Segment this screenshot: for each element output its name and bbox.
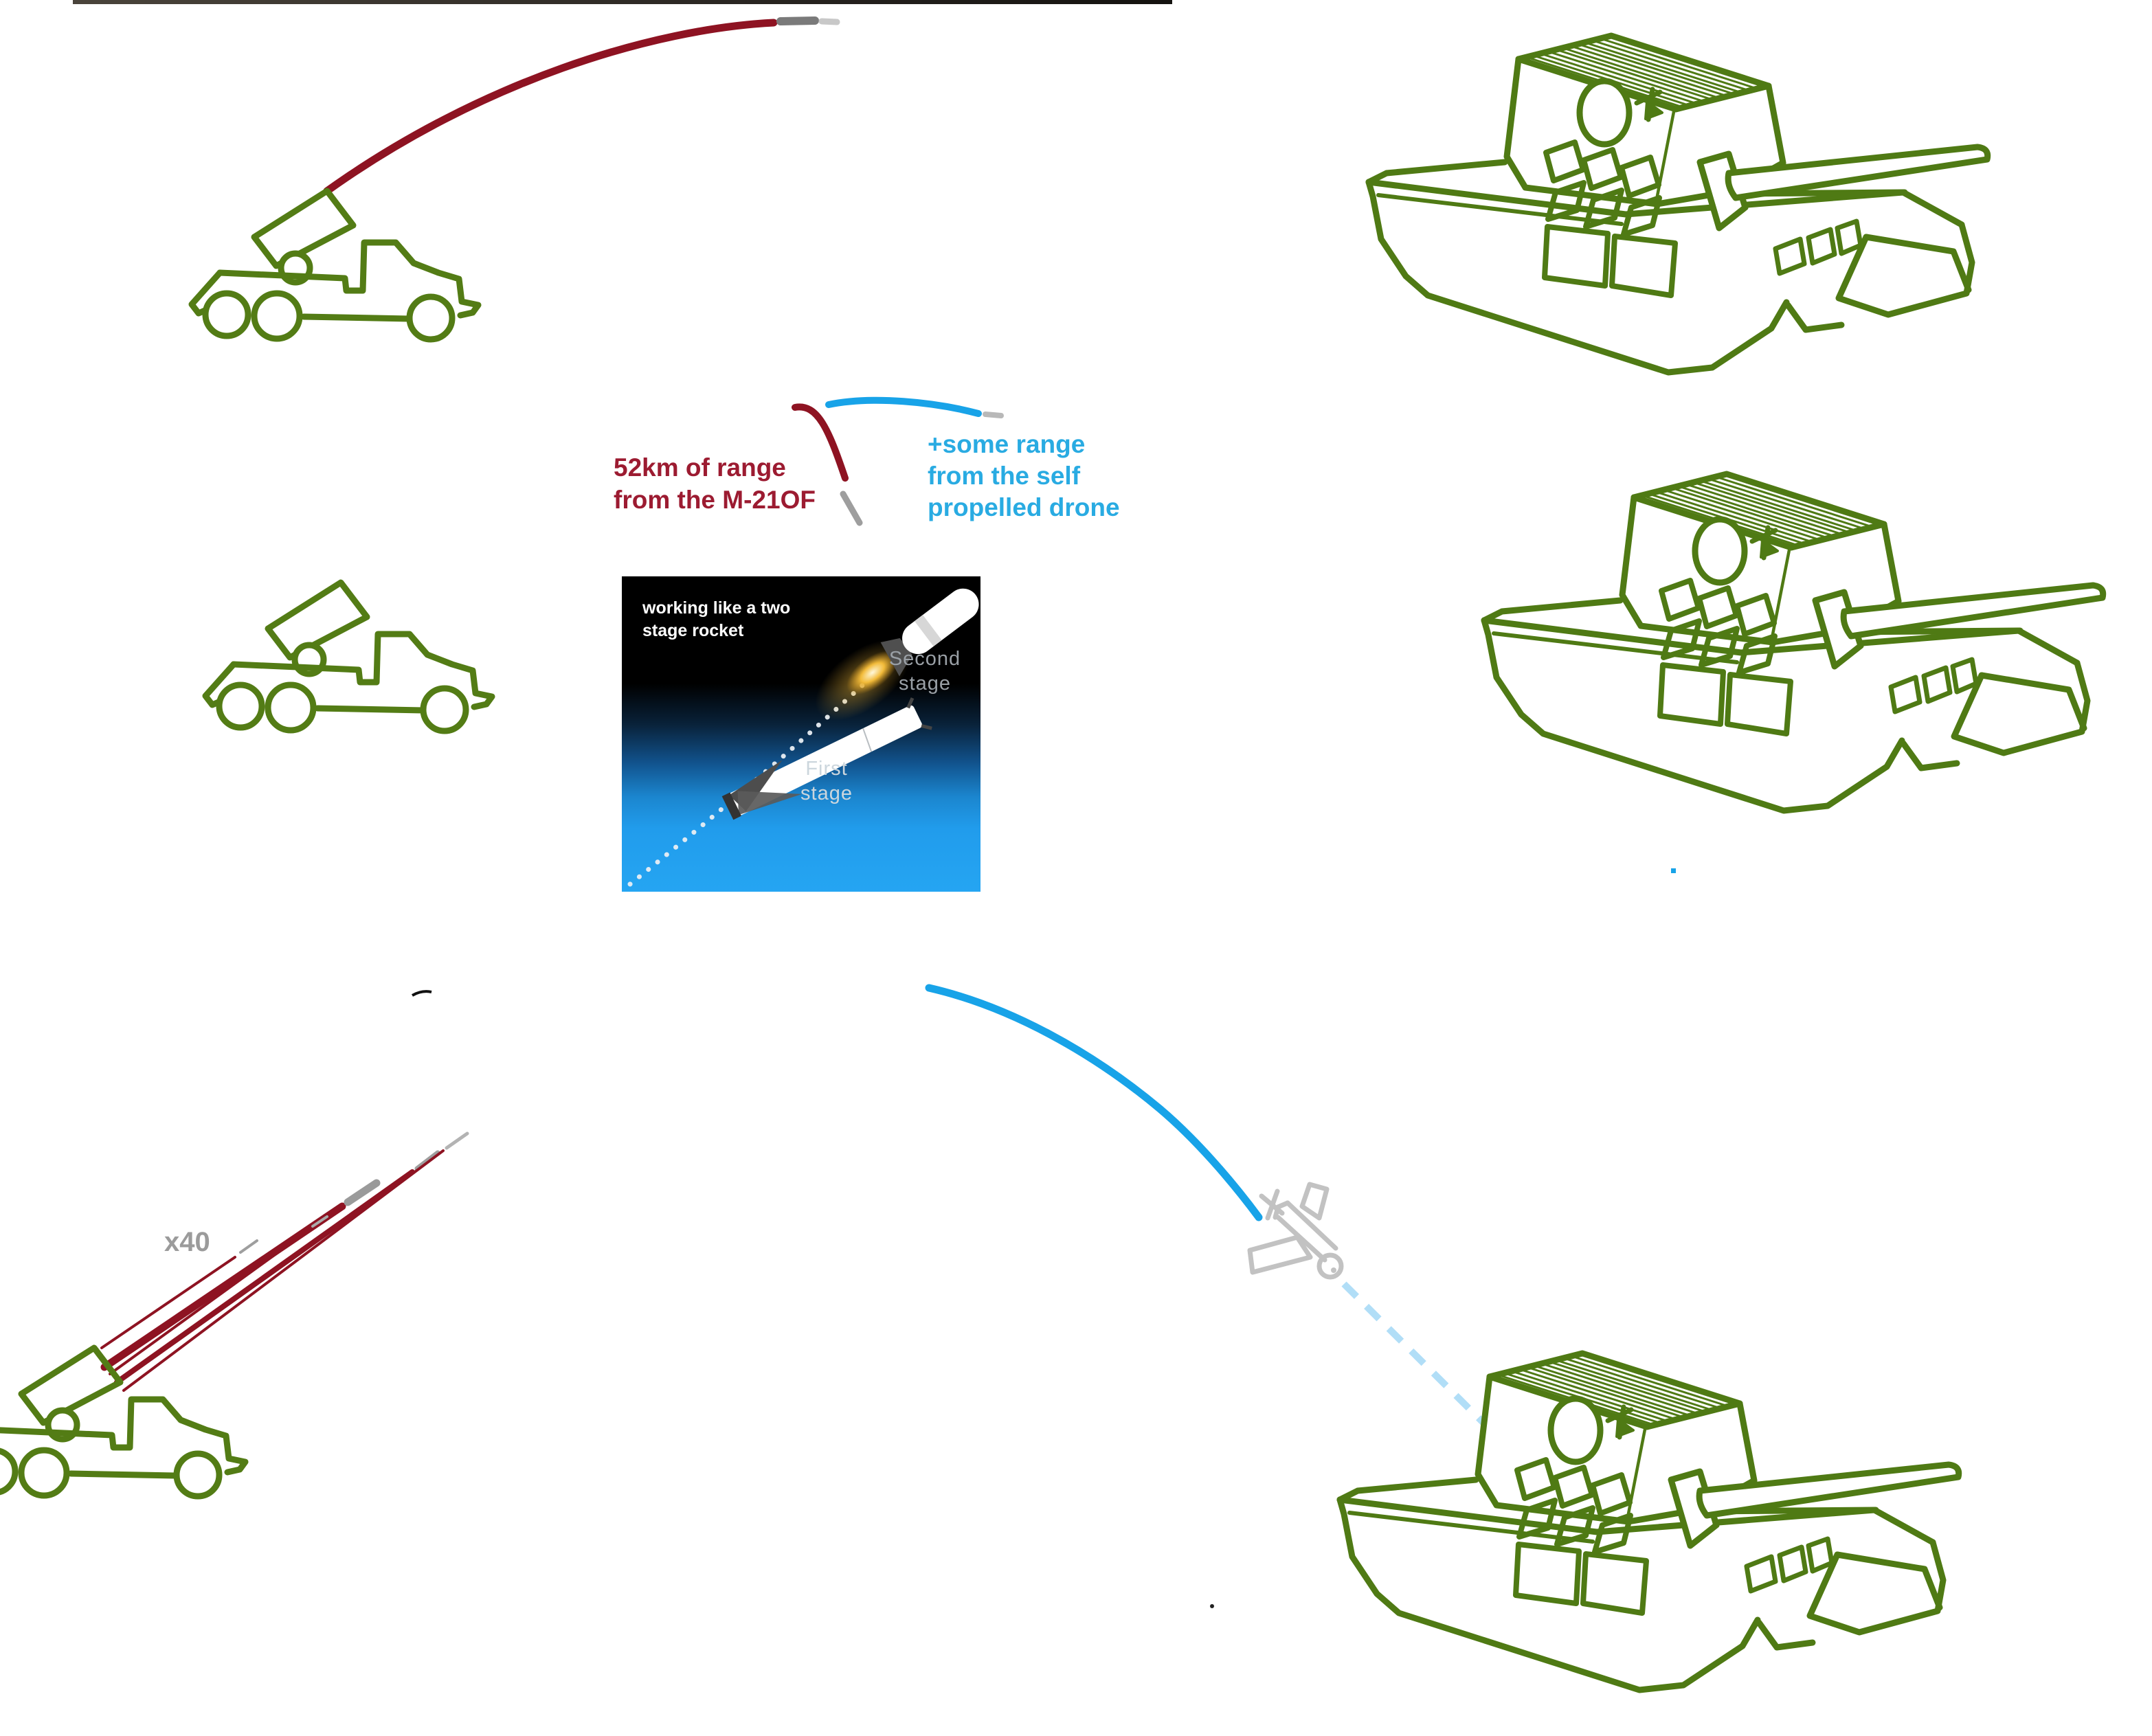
- mlrs-truck-bottom: [0, 1348, 245, 1496]
- stray-dot-blue: [1671, 868, 1676, 873]
- mlrs-truck-top: [192, 191, 478, 339]
- rocket-range-line: from the M-21OF: [614, 485, 816, 514]
- top-photo-strip: [73, 0, 1172, 4]
- tank-middle-right: [1484, 474, 2103, 811]
- rocket-range-line: 52km of range: [614, 453, 786, 482]
- second-stage-rocket: [815, 588, 979, 721]
- first-stage-label: First stage: [785, 756, 868, 807]
- second-stage-label: Second stage: [873, 646, 976, 697]
- tank-top-right: [1369, 36, 1988, 372]
- inset-art: [627, 588, 979, 887]
- drone-range-label: +some range from the self propelled dron…: [928, 429, 1120, 523]
- drone-range-line: +some range: [928, 430, 1086, 458]
- salvo-count-label: x40: [164, 1227, 210, 1257]
- drone-flight-curve: [925, 984, 1263, 1221]
- stage-separation-arcs: [792, 396, 1004, 526]
- first-stage-rocket: [721, 697, 932, 820]
- first-stage-label-line: First: [805, 758, 848, 780]
- rocket-range-label: 52km of range from the M-21OF: [614, 452, 816, 516]
- rocket-trajectory-arc: [323, 16, 840, 195]
- tank-bottom-right: [1340, 1353, 1959, 1690]
- second-stage-label-line: stage: [899, 673, 951, 695]
- two-stage-rocket-inset-image: working like a two stage rocket Second s…: [622, 576, 980, 892]
- inset-title-line: stage rocket: [642, 620, 744, 640]
- drone-range-line: from the self: [928, 461, 1081, 490]
- drone-range-line: propelled drone: [928, 493, 1120, 521]
- first-stage-label-line: stage: [800, 782, 853, 805]
- rocket-salvo-lines: [100, 1131, 469, 1392]
- stray-pen-mark: [412, 990, 432, 997]
- second-stage-label-line: Second: [888, 648, 961, 670]
- inset-title: working like a two stage rocket: [642, 597, 790, 642]
- inset-title-line: working like a two: [642, 598, 791, 618]
- stray-dot-black: [1210, 1604, 1214, 1608]
- drone-sketch: [1247, 1182, 1344, 1280]
- mlrs-truck-middle: [205, 583, 492, 731]
